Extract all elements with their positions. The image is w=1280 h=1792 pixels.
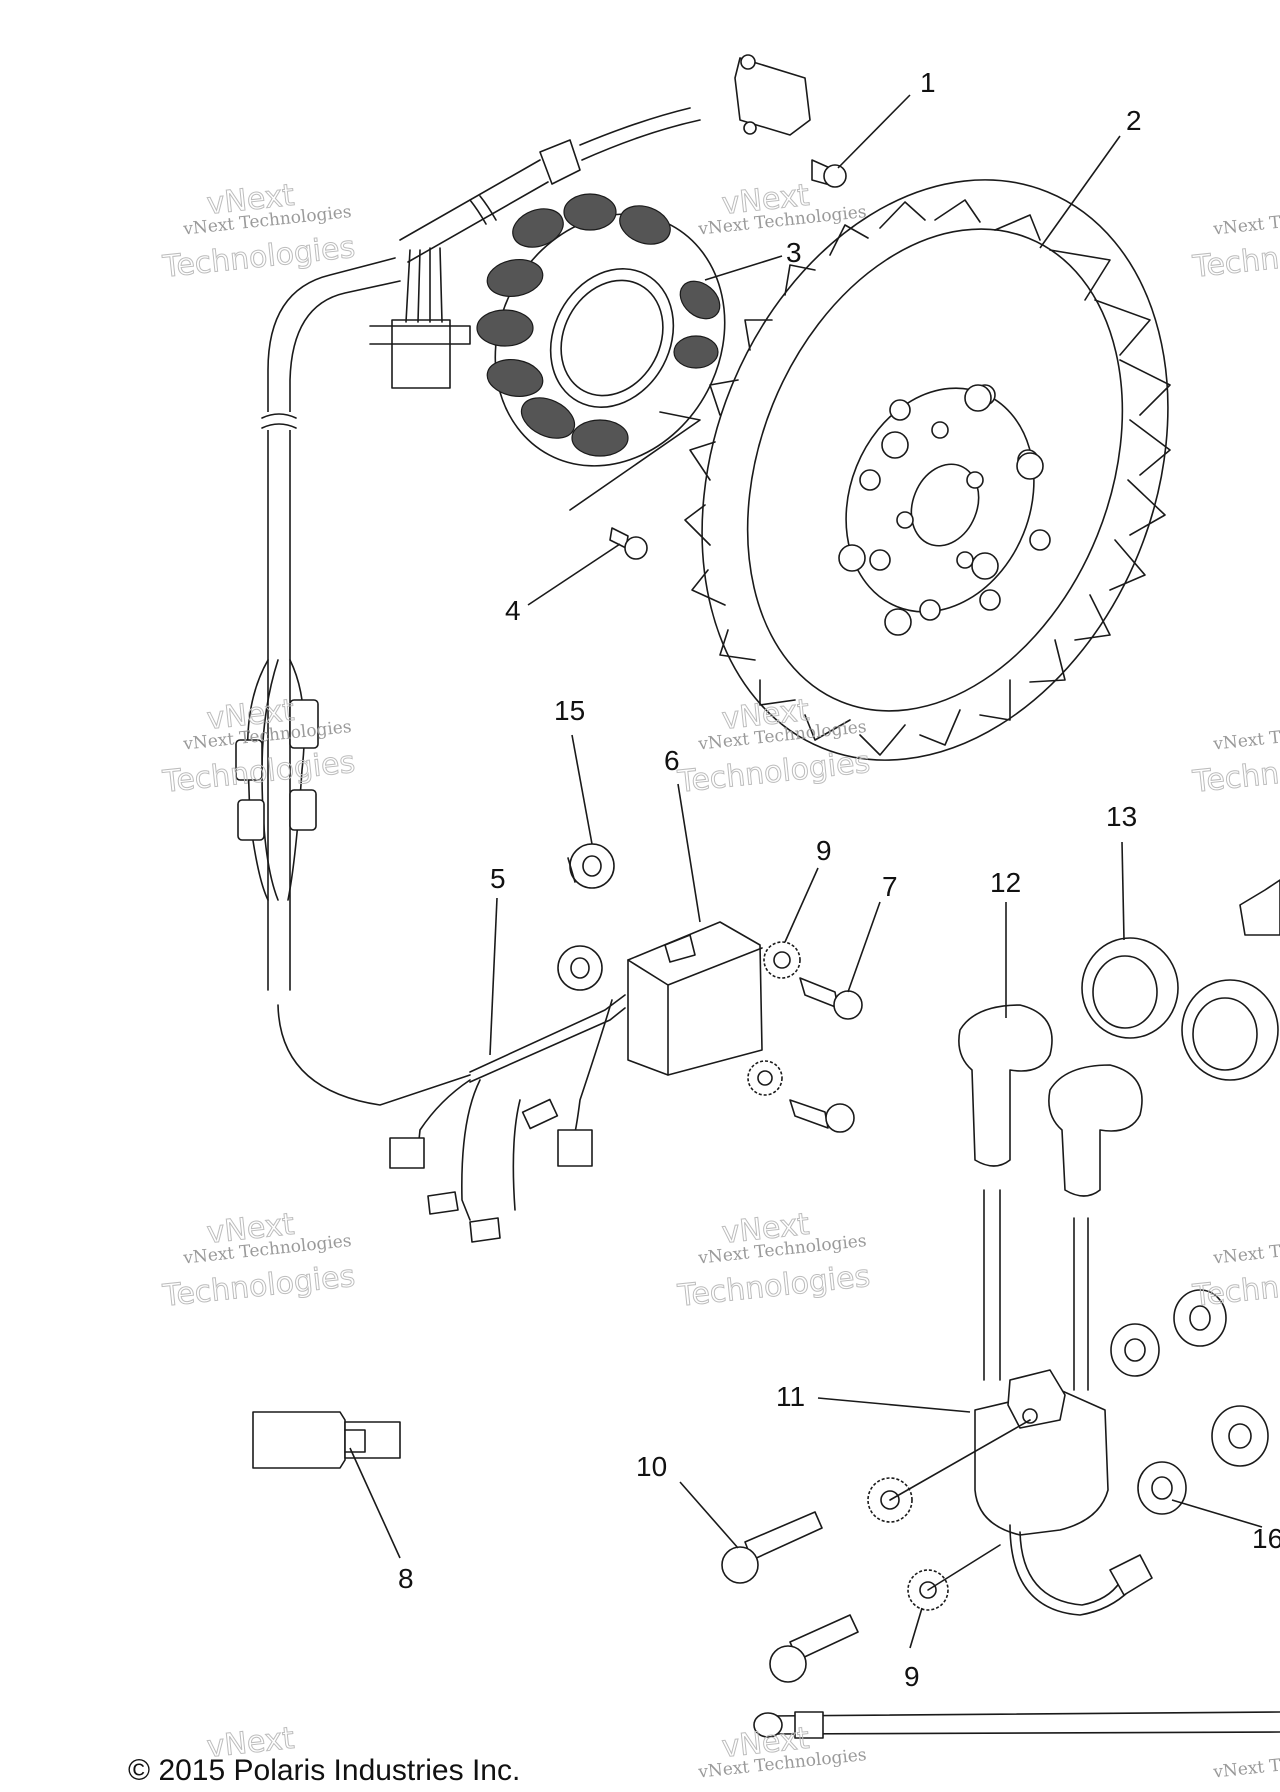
callout-4: 4: [505, 595, 521, 626]
stator: [476, 193, 726, 511]
callout-10: 10: [636, 1451, 667, 1482]
stator-screw: [609, 527, 648, 560]
spark-plug-caps: [958, 1004, 1143, 1391]
callout-3: 3: [786, 237, 802, 268]
watermark-line: vNext Technologies: [1211, 717, 1280, 755]
watermark-line: vNext Technologies: [1211, 1745, 1280, 1783]
callout-1: 1: [920, 67, 936, 98]
wire-harness: [235, 107, 701, 1106]
copyright-notice: © 2015 Polaris Industries Inc.: [128, 1754, 521, 1787]
terminal-8: [252, 1411, 401, 1469]
callout-15: 15: [554, 695, 585, 726]
callout-9-lower: 9: [904, 1661, 920, 1692]
ground-strap: [753, 1711, 1280, 1739]
grommet-15: [567, 843, 615, 889]
grommets-16: [1110, 1289, 1269, 1515]
callout-16: 16: [1252, 1523, 1280, 1554]
callout-7: 7: [882, 871, 898, 902]
callout-11: 11: [776, 1381, 805, 1412]
watermark-line: vNext Technologies: [1211, 1231, 1280, 1269]
watermark-brand-sub: Technologies: [1190, 745, 1280, 800]
watermark-brand-sub: Technologies: [1190, 230, 1280, 285]
hardware-9-7: [747, 941, 863, 1133]
callout-13: 13: [1106, 801, 1137, 832]
callout-2: 2: [1126, 105, 1142, 136]
callout-5: 5: [490, 863, 506, 894]
cdi-harness: [389, 994, 626, 1243]
grommets-13: [1081, 879, 1280, 1081]
callout-8: 8: [398, 1563, 414, 1594]
callout-9-upper: 9: [816, 835, 832, 866]
callout-12: 12: [990, 867, 1021, 898]
cdi-module: [557, 921, 763, 1076]
watermark-brand-sub: Technologies: [1190, 1259, 1280, 1314]
callout-labels: 1 2 3 4 5 6 7 8 9 9 10 11 12 13 15 16: [398, 67, 1280, 1692]
regulator-bracket: [734, 54, 847, 188]
flywheel: [684, 179, 1171, 761]
leader-lines: [349, 94, 1263, 1649]
callout-6: 6: [664, 745, 680, 776]
watermark-line: vNext Technologies: [1211, 202, 1280, 240]
ignition-coil: [721, 1369, 1153, 1683]
